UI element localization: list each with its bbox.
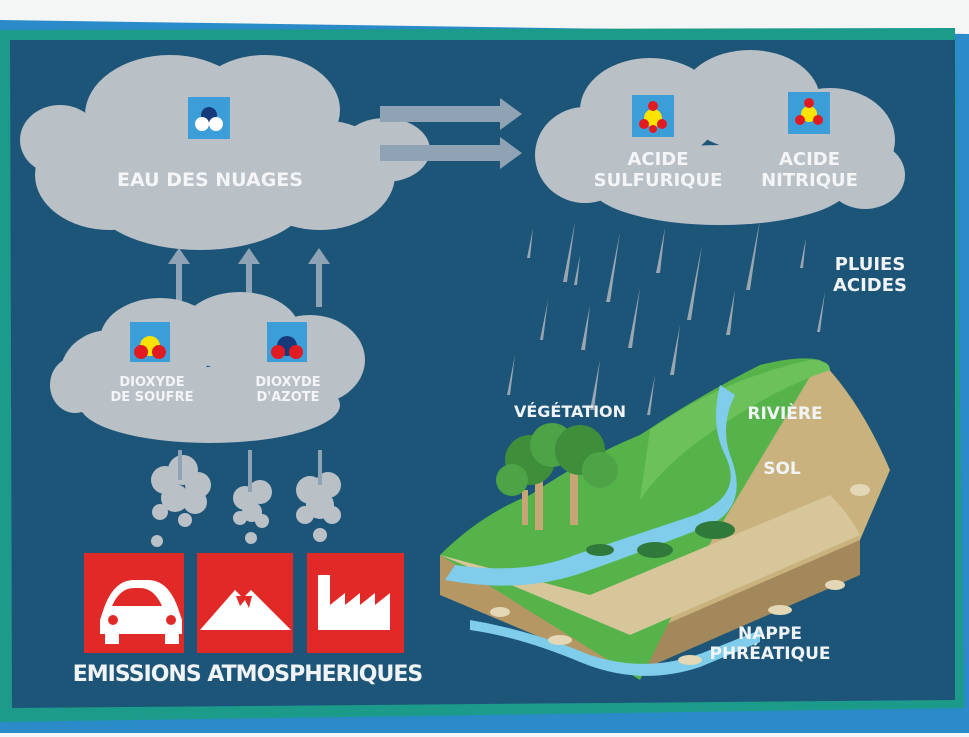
label-sulfur-dioxide: DIOXYDE DE SOUFRE — [110, 375, 194, 405]
soil-side-face — [630, 535, 860, 675]
label-emissions: EMISSIONS ATMOSPHERIQUES — [72, 662, 424, 687]
bushes — [586, 521, 735, 558]
nitric-acid-molecule-icon — [788, 92, 830, 134]
emission-gas-cloud — [50, 292, 365, 443]
water-molecule-icon — [188, 97, 230, 139]
label-nitric-acid: ACIDE NITRIQUE — [761, 149, 858, 191]
rain-drops — [507, 220, 825, 415]
smoke-puffs — [151, 450, 341, 547]
label-river: RIVIÈRE — [747, 404, 823, 424]
landscape — [440, 358, 890, 680]
rising-arrows — [168, 248, 330, 307]
label-groundwater: NAPPE PHRÉATIQUE — [709, 624, 831, 664]
volcano-icon — [197, 553, 293, 653]
sulfuric-acid-molecule-icon — [632, 95, 674, 137]
nitrogen-dioxide-molecule-icon — [267, 322, 307, 362]
car-icon — [84, 553, 184, 653]
label-acid-rain: PLUIES ACIDES — [832, 254, 908, 296]
label-sulfuric-acid: ACIDE SULFURIQUE — [593, 149, 723, 191]
label-vegetation: VÉGÉTATION — [513, 402, 627, 421]
label-cloud-water: EAU DES NUAGES — [117, 169, 303, 191]
label-soil: SOL — [763, 459, 801, 479]
trees — [496, 423, 618, 530]
sulfur-dioxide-molecule-icon — [130, 322, 170, 362]
factory-icon — [307, 553, 404, 653]
transport-arrows — [380, 98, 522, 169]
label-nitrogen-dioxide: DIOXYDE D'AZOTE — [255, 375, 321, 405]
river-stream — [445, 385, 737, 586]
